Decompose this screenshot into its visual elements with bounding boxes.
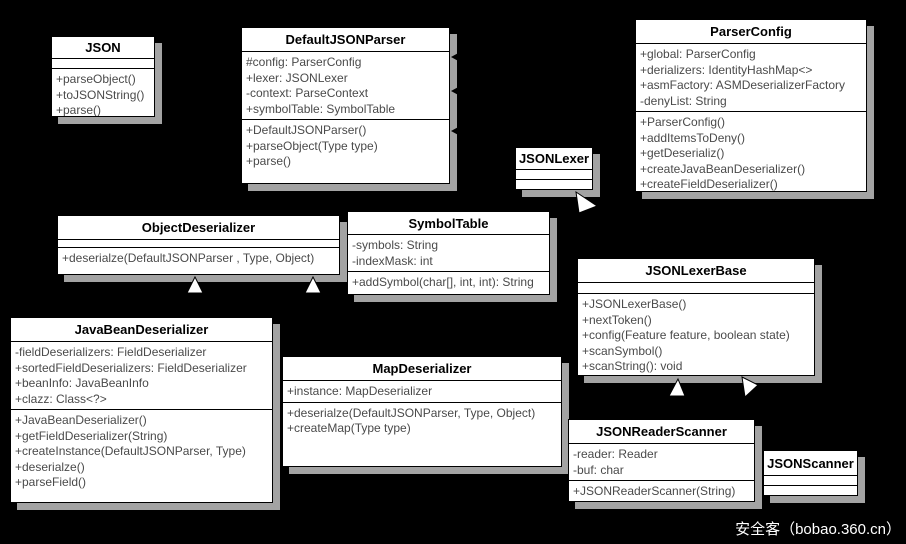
class-default-json-parser: DefaultJSONParser#config: ParserConfig+l… bbox=[241, 27, 450, 184]
method: +nextToken() bbox=[582, 312, 652, 327]
attribute: +symbolTable: SymbolTable bbox=[246, 101, 396, 116]
association-arrowhead bbox=[451, 51, 462, 63]
class-title: SymbolTable bbox=[348, 212, 549, 235]
class-title: JSONLexerBase bbox=[578, 259, 814, 283]
attributes-compartment: +global: ParserConfig+derializers: Ident… bbox=[636, 44, 866, 112]
attribute: +clazz: Class<?> bbox=[15, 391, 107, 406]
method: +deserialze() bbox=[15, 459, 85, 474]
class-object-deserializer: ObjectDeserializer +deserialze(DefaultJSO… bbox=[57, 215, 340, 275]
class-title: DefaultJSONParser bbox=[242, 28, 449, 52]
method: +parseObject() bbox=[56, 72, 136, 86]
method: +createJavaBeanDeserializer() bbox=[640, 161, 806, 176]
attribute: +asmFactory: ASMDeserializerFactory bbox=[640, 78, 846, 92]
method: +parse() bbox=[56, 103, 102, 116]
method: +getFieldDeserializer(String) bbox=[15, 428, 168, 443]
class-json-reader-scanner: JSONReaderScanner-reader: Reader-buf: ch… bbox=[568, 419, 755, 502]
methods-compartment: +addSymbol(char[], int, int): String bbox=[348, 272, 549, 294]
generalization-arrowhead bbox=[741, 376, 759, 399]
attributes-compartment bbox=[52, 59, 154, 69]
method: +deserialze(DefaultJSONParser , Type, Ob… bbox=[62, 251, 315, 265]
generalization-arrowhead bbox=[668, 377, 686, 397]
class-title: MapDeserializer bbox=[283, 357, 561, 381]
attribute: +global: ParserConfig bbox=[640, 47, 756, 61]
methods-compartment: +JavaBeanDeserializer()+getFieldDeserial… bbox=[11, 410, 272, 502]
attributes-compartment: -fieldDeserializers: FieldDeserializer+s… bbox=[11, 342, 272, 410]
generalization-arrowhead bbox=[186, 275, 204, 294]
attribute: +instance: MapDeserializer bbox=[287, 384, 433, 398]
class-title: JSONLexer bbox=[516, 148, 592, 170]
methods-compartment: +JSONLexerBase()+nextToken()+config(Feat… bbox=[578, 294, 814, 375]
attribute: -denyList: String bbox=[640, 93, 727, 108]
method: +addItemsToDeny() bbox=[640, 130, 746, 145]
attributes-compartment bbox=[764, 476, 857, 486]
method: +parseField() bbox=[15, 475, 87, 489]
association-arrowhead bbox=[451, 85, 462, 97]
class-parser-config: ParserConfig+global: ParserConfig+derial… bbox=[635, 19, 867, 192]
method: +addSymbol(char[], int, int): String bbox=[352, 275, 534, 289]
class-title: ParserConfig bbox=[636, 20, 866, 44]
methods-compartment: +deserialze(DefaultJSONParser, Type, Obj… bbox=[283, 403, 561, 467]
method: +createInstance(DefaultJSONParser, Type) bbox=[15, 444, 246, 458]
method: +toJSONString() bbox=[56, 87, 145, 102]
attributes-compartment: #config: ParserConfig+lexer: JSONLexer-c… bbox=[242, 52, 449, 120]
class-symbol-table: SymbolTable-symbols: String-indexMask: i… bbox=[347, 211, 550, 295]
class-map-deserializer: MapDeserializer +instance: MapDeserialize… bbox=[282, 356, 562, 467]
method: +JSONReaderScanner(String) bbox=[573, 484, 736, 498]
attributes-compartment bbox=[58, 240, 339, 248]
method: +parseObject(Type type) bbox=[246, 138, 378, 153]
attribute: +lexer: JSONLexer bbox=[246, 70, 348, 85]
method: +scanString(): void bbox=[582, 359, 683, 373]
attribute: -buf: char bbox=[573, 462, 624, 477]
methods-compartment: +deserialze(DefaultJSONParser , Type, Ob… bbox=[58, 248, 339, 274]
class-title: JSON bbox=[52, 37, 154, 59]
class-title: JSONReaderScanner bbox=[569, 420, 754, 444]
attributes-compartment: -reader: Reader-buf: char bbox=[569, 444, 754, 481]
methods-compartment bbox=[764, 486, 857, 495]
methods-compartment: +parseObject()+toJSONString()+parse() bbox=[52, 69, 154, 116]
attributes-compartment bbox=[578, 283, 814, 294]
class-title: JSONScanner bbox=[764, 451, 857, 476]
attribute: +sortedFieldDeserializers: FieldDeserial… bbox=[15, 360, 247, 375]
method: +scanSymbol() bbox=[582, 343, 663, 358]
generalization-arrowhead bbox=[304, 275, 322, 294]
class-java-bean-deserializer: JavaBeanDeserializer-fieldDeserializers:… bbox=[10, 317, 273, 503]
attribute: +beanInfo: JavaBeanInfo bbox=[15, 376, 149, 390]
attribute: +derializers: IdentityHashMap<> bbox=[640, 62, 813, 77]
attributes-compartment: +instance: MapDeserializer bbox=[283, 381, 561, 403]
attribute: -symbols: String bbox=[352, 238, 439, 252]
generalization-arrowhead bbox=[575, 190, 599, 214]
class-json-scanner: JSONScanner bbox=[763, 450, 858, 496]
methods-compartment: +ParserConfig()+addItemsToDeny()+getDese… bbox=[636, 112, 866, 191]
methods-compartment: +JSONReaderScanner(String) bbox=[569, 481, 754, 501]
method: +config(Feature feature, boolean state) bbox=[582, 328, 790, 342]
watermark: 安全客（bobao.360.cn） bbox=[735, 521, 901, 538]
method: +JavaBeanDeserializer() bbox=[15, 413, 147, 427]
method: +createMap(Type type) bbox=[287, 421, 411, 435]
class-title: ObjectDeserializer bbox=[58, 216, 339, 240]
class-json-lexer: JSONLexer bbox=[515, 147, 593, 190]
attribute: #config: ParserConfig bbox=[246, 55, 362, 69]
method: +DefaultJSONParser() bbox=[246, 123, 367, 137]
method: +createFieldDeserializer() bbox=[640, 177, 778, 191]
methods-compartment: +DefaultJSONParser()+parseObject(Type ty… bbox=[242, 120, 449, 183]
methods-compartment bbox=[516, 180, 592, 189]
attributes-compartment bbox=[516, 170, 592, 180]
attribute: -fieldDeserializers: FieldDeserializer bbox=[15, 345, 207, 359]
class-json: JSON +parseObject()+toJSONString()+parse(… bbox=[51, 36, 155, 117]
association-arrowhead bbox=[451, 125, 462, 137]
method: +getDeserializ() bbox=[640, 146, 725, 160]
method: +ParserConfig() bbox=[640, 115, 726, 129]
attribute: -reader: Reader bbox=[573, 447, 658, 461]
attributes-compartment: -symbols: String-indexMask: int bbox=[348, 235, 549, 272]
class-title: JavaBeanDeserializer bbox=[11, 318, 272, 342]
class-json-lexer-base: JSONLexerBase +JSONLexerBase()+nextToken(… bbox=[577, 258, 815, 376]
method: +parse() bbox=[246, 154, 292, 168]
method: +JSONLexerBase() bbox=[582, 297, 687, 311]
attribute: -indexMask: int bbox=[352, 253, 433, 268]
attribute: -context: ParseContext bbox=[246, 86, 369, 100]
method: +deserialze(DefaultJSONParser, Type, Obj… bbox=[287, 405, 536, 420]
